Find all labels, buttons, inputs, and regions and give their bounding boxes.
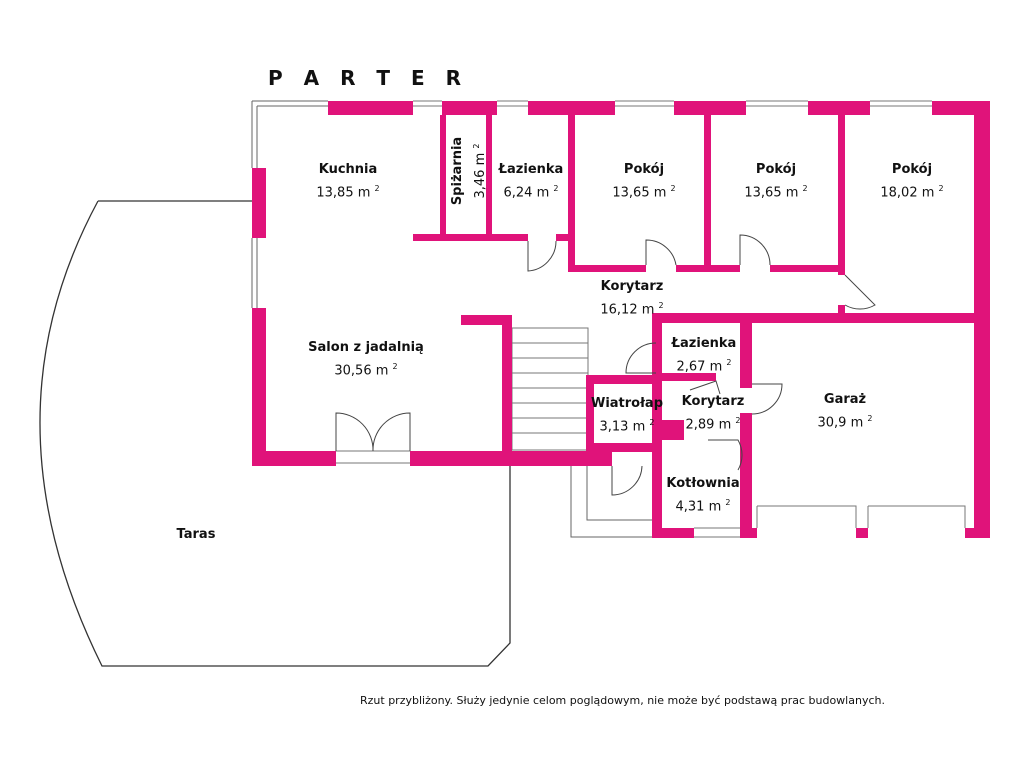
room-label-pokoj-3: Pokój 18,02 m 2 [880, 160, 943, 202]
room-name: Taras [176, 527, 216, 542]
room-name: Kotłownia [666, 476, 740, 491]
doors [335, 234, 876, 496]
room-area: 6,24 m 2 [503, 184, 559, 201]
room-area: 13,65 m 2 [612, 184, 676, 201]
outer-frame-line [251, 100, 328, 168]
walls [252, 101, 990, 538]
room-name: Spiżarnia [449, 136, 465, 206]
room-name: Łazienka [498, 162, 564, 177]
room-label-salon: Salon z jadalnią 30,56 m 2 [308, 338, 424, 380]
room-label-lazienka: Łazienka 6,24 m 2 [499, 160, 564, 202]
room-name: Łazienka [671, 336, 737, 351]
room-label-lazienka-2: Łazienka 2,67 m 2 [672, 334, 737, 376]
room-area: 18,02 m 2 [880, 184, 944, 201]
room-area: 2,89 m 2 [685, 416, 741, 433]
room-label-spizarnia: Spiżarnia 3,46 m 2 [448, 137, 490, 205]
terrace-outline [39, 200, 511, 667]
room-area: 16,12 m 2 [600, 301, 664, 318]
disclaimer-text: Rzut przybliżony. Służy jedynie celom po… [360, 694, 885, 707]
outer-frame-line [251, 238, 258, 308]
room-area: 30,56 m 2 [334, 362, 398, 379]
room-label-garaz: Garaż 30,9 m 2 [818, 390, 873, 432]
room-name: Garaż [823, 392, 867, 407]
room-label-pokoj-2: Pokój 13,65 m 2 [744, 160, 807, 202]
room-name: Pokój [623, 162, 665, 177]
room-label-korytarz-2: Korytarz 2,89 m 2 [682, 392, 745, 434]
room-name: Wiatrołap [590, 396, 664, 411]
room-label-kotlownia: Kotłownia 4,31 m 2 [666, 474, 739, 516]
room-area: 13,65 m 2 [744, 184, 808, 201]
room-name: Kuchnia [318, 162, 378, 177]
room-name: Pokój [891, 162, 933, 177]
room-label-taras: Taras [177, 525, 216, 544]
room-name: Korytarz [681, 394, 745, 409]
room-name: Salon z jadalnią [308, 340, 424, 355]
room-area: 13,85 m 2 [316, 184, 380, 201]
room-label-pokoj-1: Pokój 13,65 m 2 [612, 160, 675, 202]
room-name: Korytarz [600, 279, 664, 294]
room-area: 3,46 m 2 [471, 143, 489, 199]
room-area: 2,67 m 2 [676, 358, 732, 375]
floor-title: P A R T E R [268, 66, 469, 90]
room-area: 4,31 m 2 [675, 498, 731, 515]
room-area: 30,9 m 2 [817, 414, 873, 431]
entrance-outline [570, 463, 652, 538]
room-label-kuchnia: Kuchnia 13,85 m 2 [316, 160, 379, 202]
room-label-wiatrolap: Wiatrołap 3,13 m 2 [591, 394, 663, 436]
room-area: 3,13 m 2 [599, 418, 655, 435]
room-name: Pokój [755, 162, 797, 177]
stairs [511, 327, 589, 451]
room-label-korytarz: Korytarz 16,12 m 2 [600, 277, 663, 319]
